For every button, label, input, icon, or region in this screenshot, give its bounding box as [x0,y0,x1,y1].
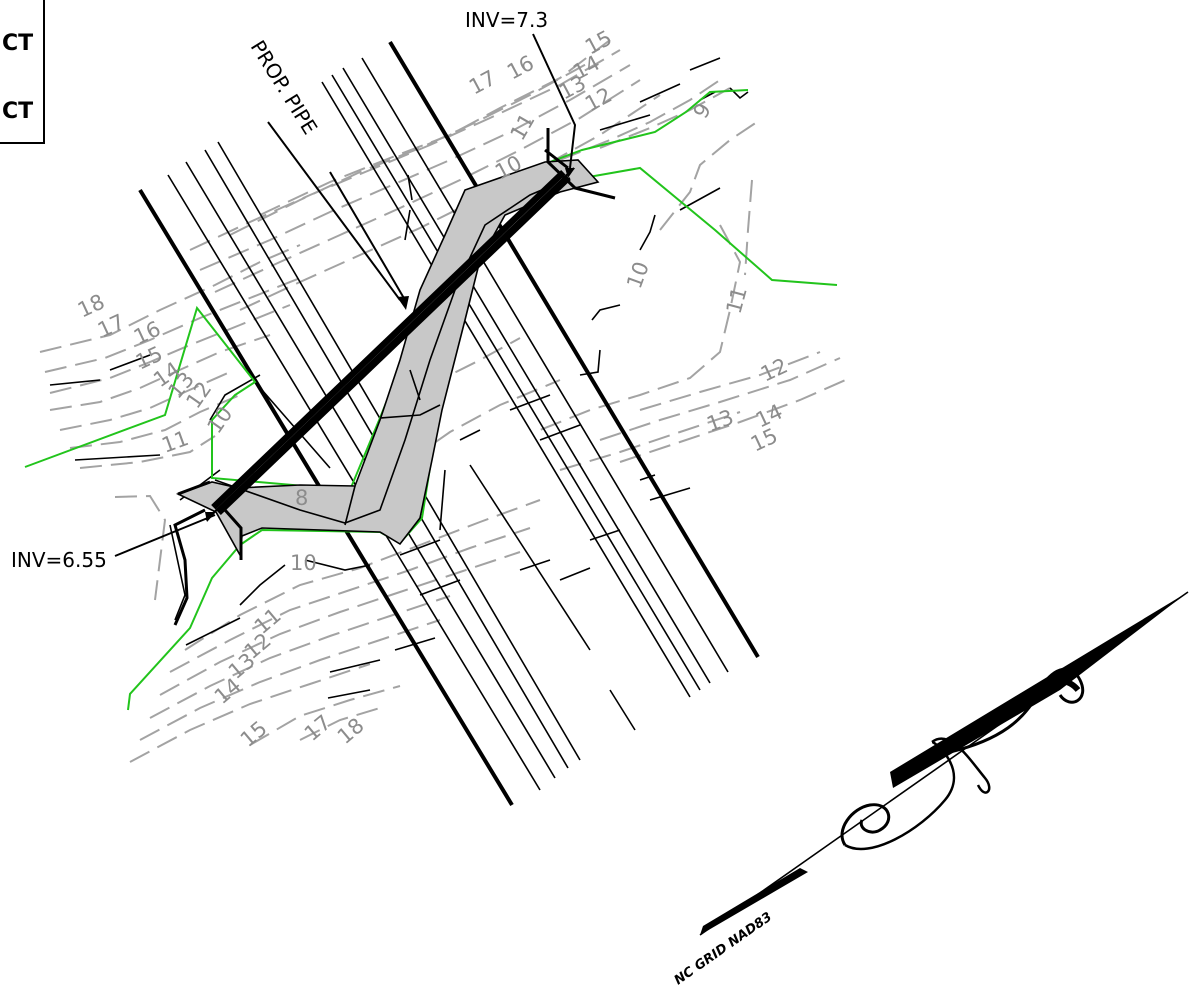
contour-label: 11 [506,109,540,144]
label-inv-downstream: INV=6.55 [11,548,107,572]
leader-lines [114,33,577,557]
channel-area [175,159,600,558]
label-inv-upstream: INV=7.3 [465,8,548,32]
contour-label: 18 [333,713,369,749]
title-block-line1: CT [2,31,33,56]
contour-label: 15 [747,423,781,456]
contour-label: 10 [622,258,654,291]
north-arrow-label: NC GRID NAD83 [672,910,775,989]
proposed-pipe [173,128,616,626]
contour-label: 17 [300,710,336,746]
contour-label: 16 [503,51,538,85]
contour-lines [39,39,851,763]
contour-label: 11 [722,284,752,316]
contour-label: 10 [202,402,237,438]
label-proposed-pipe: PROP. PIPE [246,36,323,139]
title-block-line2: CT [2,99,33,124]
wetland-boundary [24,89,838,711]
north-arrow: NC GRID NAD83 [672,591,1189,989]
contour-label: 17 [465,66,500,100]
contour-label: 15 [236,716,272,752]
title-block: CT CT [0,0,45,144]
contour-label: 8 [295,486,308,510]
contour-label: 10 [290,551,317,575]
